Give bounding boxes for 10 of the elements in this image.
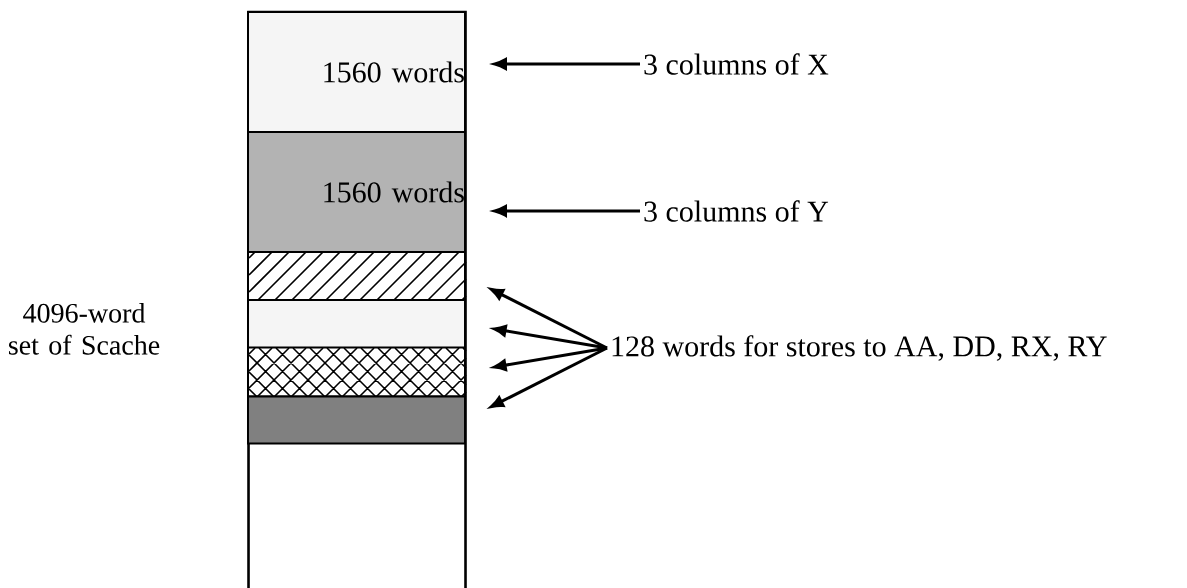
memory-band: 1560 words <box>247 11 466 133</box>
label-text: 128 words for stores to AA, DD, RX, RY <box>612 335 1107 361</box>
memory-band <box>247 251 467 301</box>
memory-band <box>247 395 466 445</box>
memory-band: 1560 words <box>247 131 466 253</box>
label-text: 3 columns of Y <box>644 200 829 222</box>
memory-band <box>247 299 466 349</box>
side-label: 4096-word set of Scache <box>9 302 160 355</box>
label-text: 3 columns of X <box>644 53 829 75</box>
memory-band <box>247 346 467 398</box>
